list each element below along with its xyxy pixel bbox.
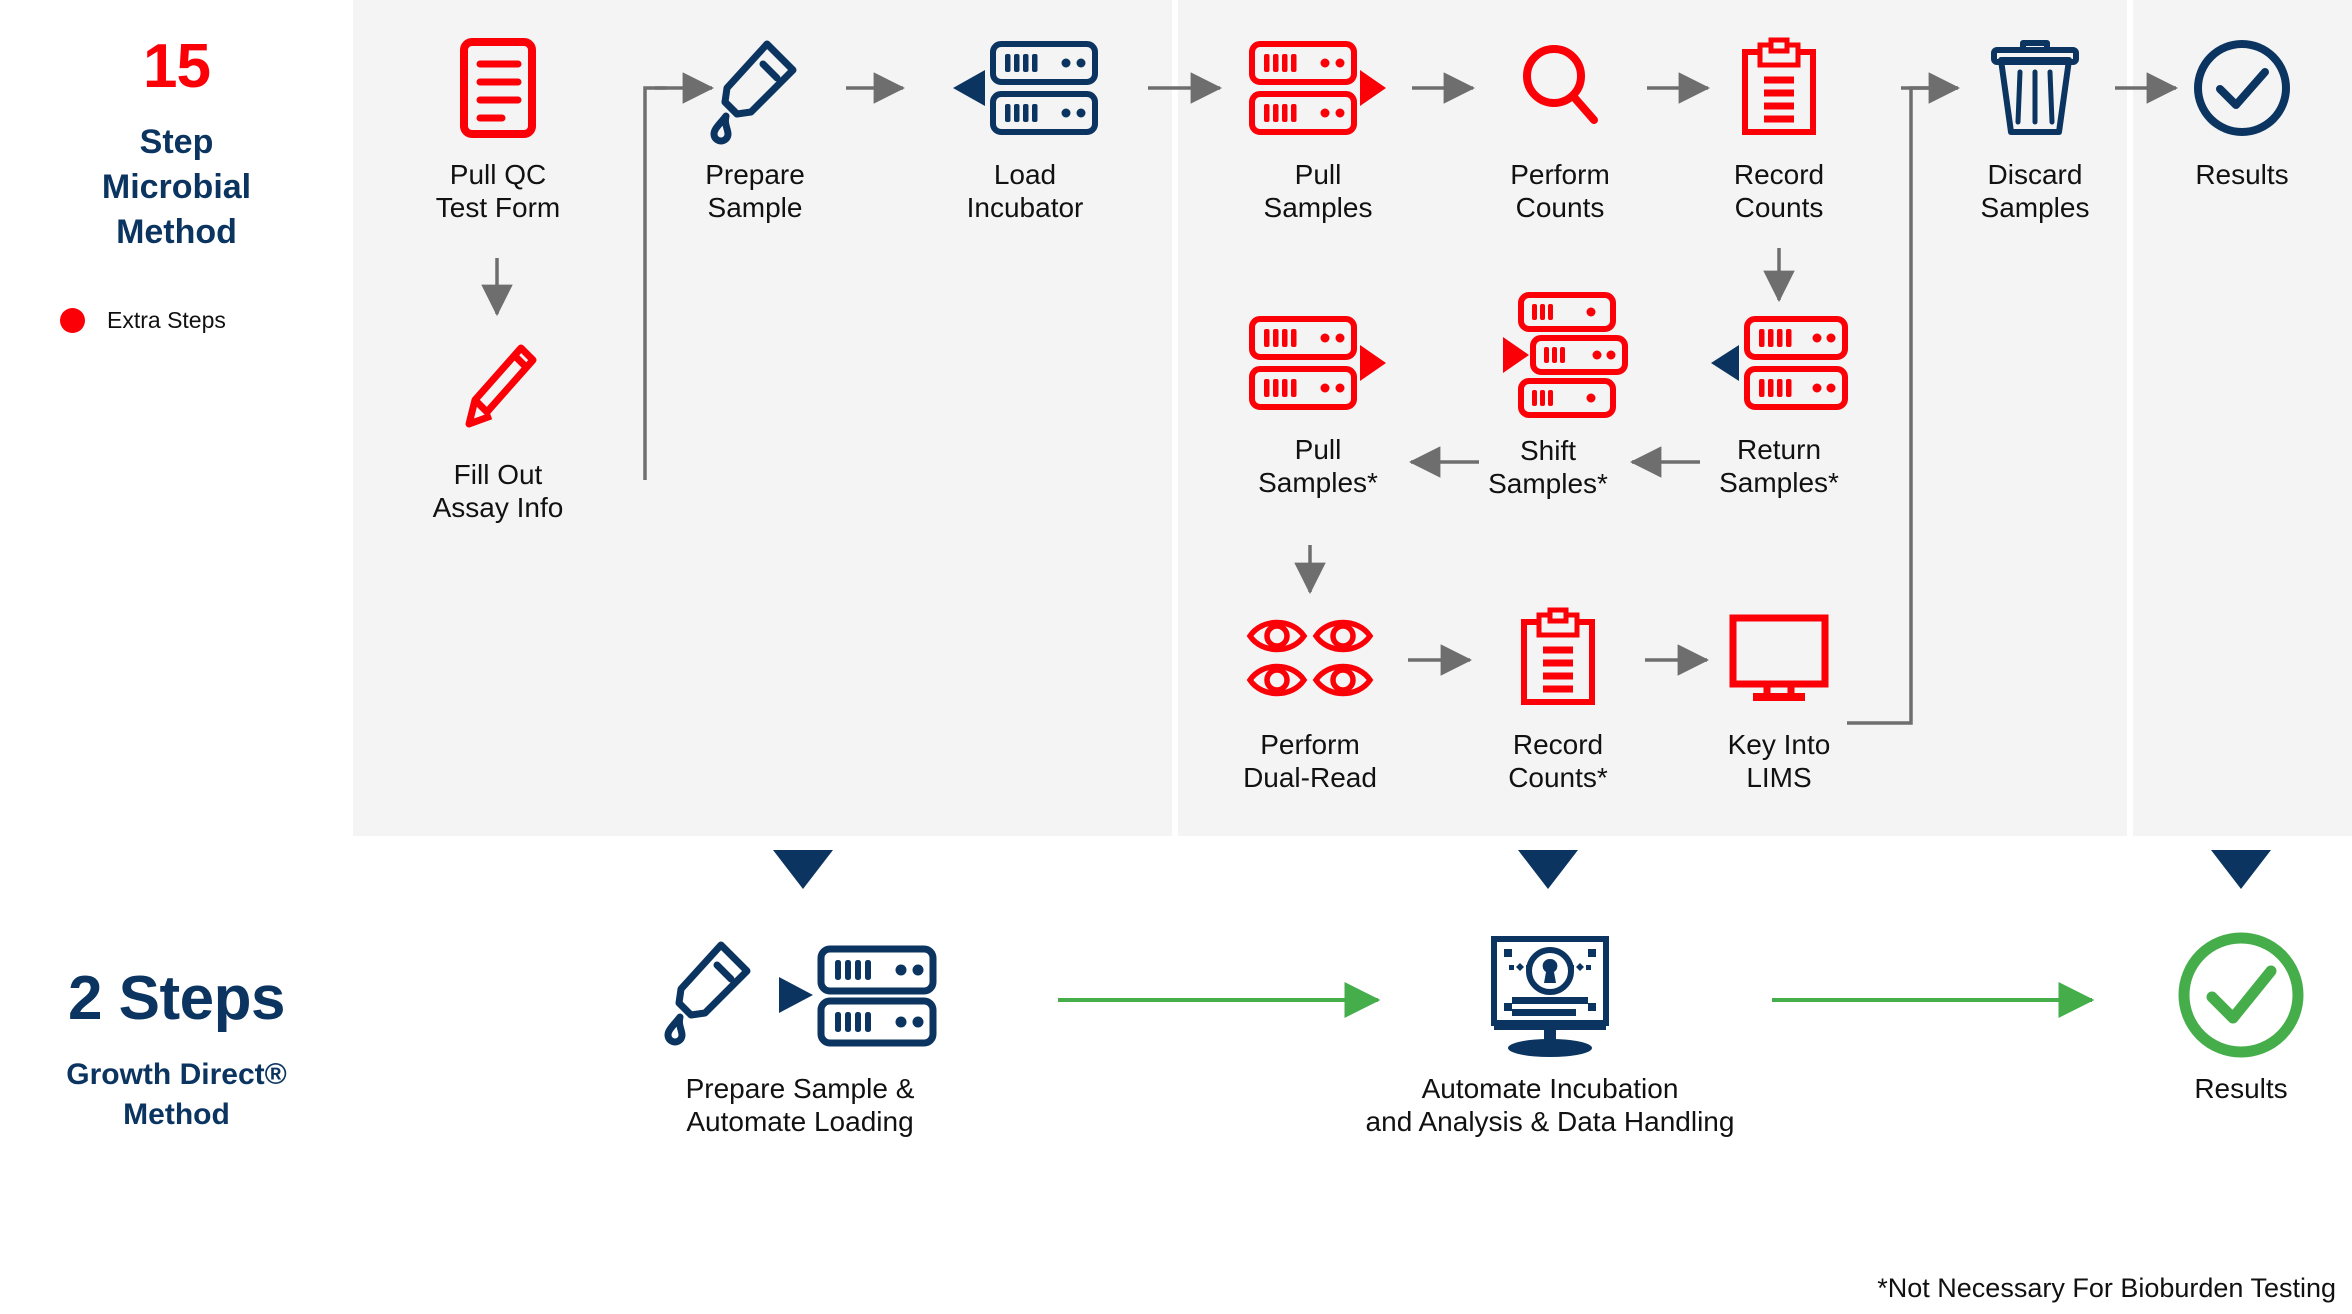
triangle-right-icon xyxy=(1503,337,1529,373)
node-load-incubator[interactable]: Load Incubator xyxy=(925,30,1125,225)
analysis-monitor-icon xyxy=(1340,930,1760,1060)
node-pull-qc-test-form[interactable]: Pull QC Test Form xyxy=(398,30,598,225)
node-label: Perform Counts xyxy=(1510,159,1610,224)
node-label: Pull QC Test Form xyxy=(435,159,561,224)
pipette-icon xyxy=(655,30,855,146)
node-label: Key Into LIMS xyxy=(1727,729,1831,794)
node-record-counts[interactable]: Record Counts xyxy=(1679,30,1879,225)
pipette-and-rack-icon xyxy=(620,930,980,1060)
down-triangle-middle xyxy=(1518,850,1578,889)
node-label: Fill Out Assay Info xyxy=(432,459,564,524)
title-line-microbial: Microbial xyxy=(101,167,252,206)
title-line-growth-direct: Growth Direct® xyxy=(66,1058,287,1091)
monitor-icon xyxy=(1679,600,1879,716)
microbial-method-title: Step Microbial Method xyxy=(0,120,353,255)
step-count-2: 2 Steps xyxy=(67,964,286,1033)
node-results-bottom[interactable]: Results xyxy=(2141,930,2341,1105)
manual-workflow-panel-middle xyxy=(1178,0,2127,836)
clipboard-icon xyxy=(1458,600,1658,716)
incubator-rack-out-icon xyxy=(1218,30,1418,146)
node-results-top[interactable]: Results xyxy=(2142,30,2342,191)
step-count-15: 15 xyxy=(143,32,211,101)
node-label: Results xyxy=(2194,1073,2288,1104)
manual-workflow-panel-right xyxy=(2133,0,2352,836)
triangle-right-icon xyxy=(1360,345,1386,381)
node-shift-samples[interactable]: Shift Samples* xyxy=(1448,290,1648,501)
magnifier-icon xyxy=(1460,30,1660,146)
four-eyes-icon xyxy=(1210,600,1410,716)
keyhole-icon xyxy=(1542,958,1558,983)
document-icon xyxy=(398,30,598,146)
node-key-into-lims[interactable]: Key Into LIMS xyxy=(1679,600,1879,795)
node-label: Pull Samples* xyxy=(1258,434,1378,499)
node-label: Results xyxy=(2195,159,2289,190)
node-perform-dual-read[interactable]: Perform Dual-Read xyxy=(1210,600,1410,795)
incubator-rack-out-icon xyxy=(1218,305,1418,421)
node-label: Discard Samples xyxy=(1980,159,2090,224)
node-label: Return Samples* xyxy=(1719,434,1839,499)
node-label: Pull Samples xyxy=(1263,159,1373,224)
node-fill-out-assay-info[interactable]: Fill Out Assay Info xyxy=(398,330,598,525)
triangle-left-icon xyxy=(1711,345,1739,381)
node-pull-samples[interactable]: Pull Samples xyxy=(1218,30,1418,225)
footnote-text: *Not Necessary For Bioburden Testing xyxy=(1877,1273,2336,1303)
legend-extra-steps: Extra Steps xyxy=(60,307,360,334)
growth-direct-method-title: Growth Direct® Method xyxy=(0,1055,353,1135)
check-circle-icon xyxy=(2142,30,2342,146)
incubator-rack-icon xyxy=(925,30,1125,146)
triangle-left-icon xyxy=(779,977,813,1013)
triangle-left-icon xyxy=(953,70,985,106)
node-record-counts-extra[interactable]: Record Counts* xyxy=(1458,600,1658,795)
node-return-samples[interactable]: Return Samples* xyxy=(1679,305,1879,500)
node-label: Automate Incubation and Analysis & Data … xyxy=(1365,1073,1735,1138)
node-label: Record Counts* xyxy=(1508,729,1608,794)
pencil-icon xyxy=(398,330,598,446)
title-line-step: Step xyxy=(139,123,214,161)
node-label: Load Incubator xyxy=(966,159,1084,224)
node-discard-samples[interactable]: Discard Samples xyxy=(1935,30,2135,225)
node-automate-incubation-analysis[interactable]: Automate Incubation and Analysis & Data … xyxy=(1340,930,1760,1139)
trash-icon xyxy=(1935,30,2135,146)
node-label: Prepare Sample & Automate Loading xyxy=(685,1073,915,1138)
incubator-shift-icon xyxy=(1448,290,1648,422)
node-label: Prepare Sample xyxy=(705,159,805,224)
node-label: Perform Dual-Read xyxy=(1243,729,1377,794)
node-perform-counts[interactable]: Perform Counts xyxy=(1460,30,1660,225)
down-triangle-right xyxy=(2211,850,2271,889)
legend-label: Extra Steps xyxy=(107,307,226,333)
node-prepare-sample-automate-loading[interactable]: Prepare Sample & Automate Loading xyxy=(620,930,980,1139)
incubator-rack-in-icon xyxy=(1679,305,1879,421)
check-circle-icon xyxy=(2141,930,2341,1060)
triangle-right-icon xyxy=(1360,70,1386,106)
node-label: Record Counts xyxy=(1733,159,1825,224)
extra-steps-dot-icon xyxy=(60,308,85,333)
node-label: Shift Samples* xyxy=(1488,435,1608,500)
title-line-method-2: Method xyxy=(123,1098,230,1132)
down-triangle-left xyxy=(773,850,833,889)
clipboard-icon xyxy=(1679,30,1879,146)
title-line-method: Method xyxy=(116,212,237,251)
node-pull-samples-extra[interactable]: Pull Samples* xyxy=(1218,305,1418,500)
node-prepare-sample[interactable]: Prepare Sample xyxy=(655,30,855,225)
